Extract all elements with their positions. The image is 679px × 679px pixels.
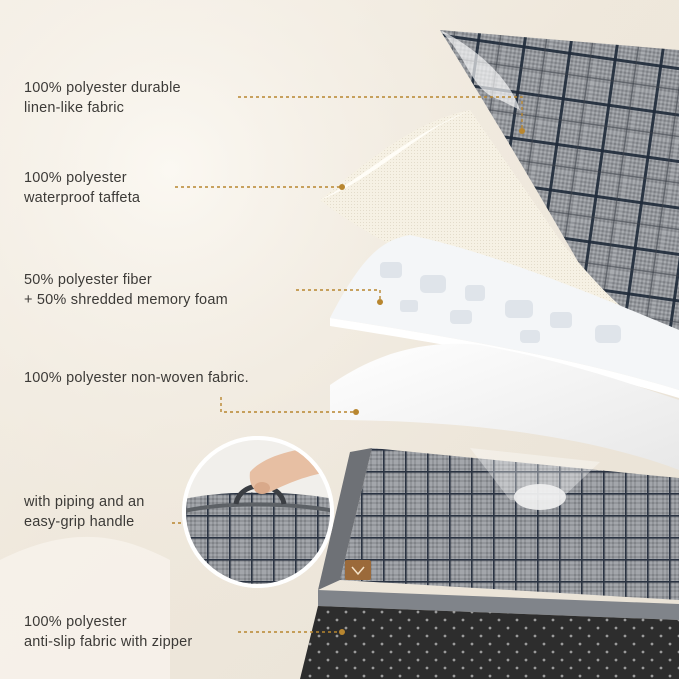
leader-dots [339, 128, 525, 635]
callout-antislip: 100% polyester anti-slip fabric with zip… [24, 612, 192, 652]
layer-filling [330, 235, 679, 390]
callout-line: linen-like fabric [24, 100, 125, 116]
center-hole [514, 484, 566, 510]
dot-icon [377, 299, 383, 305]
callout-line: 50% polyester fiber [24, 272, 152, 288]
dot-icon [353, 409, 359, 415]
callout-line: with piping and an [24, 494, 145, 510]
bed-front-side [318, 590, 679, 620]
callout-line: anti-slip fabric with zipper [24, 634, 193, 650]
layer-top-fabric [440, 30, 679, 330]
callout-line: 100% polyester [24, 614, 127, 630]
layer-nonwoven [330, 343, 679, 470]
callout-nonwoven: 100% polyester non-woven fabric. [24, 368, 249, 388]
dot-icon [339, 629, 345, 635]
callout-filling: 50% polyester fiber + 50% shredded memor… [24, 270, 228, 310]
dot-icon [519, 128, 525, 134]
anti-slip-bottom [300, 606, 679, 679]
callout-line: 100% polyester [24, 170, 127, 186]
bed-top [340, 448, 679, 600]
callout-taffeta: 100% polyester waterproof taffeta [24, 168, 140, 208]
dog-tag-icon [345, 560, 371, 580]
callout-line: waterproof taffeta [24, 190, 141, 206]
dot-icon [339, 184, 345, 190]
callout-line: + 50% shredded memory foam [24, 292, 228, 308]
callout-fabric-top: 100% polyester durable linen-like fabric [24, 78, 181, 118]
callout-line: easy-grip handle [24, 514, 135, 530]
callout-line: 100% polyester non-woven fabric. [24, 370, 249, 386]
leader-lines [172, 96, 523, 633]
handle-detail [184, 438, 332, 586]
callout-line: 100% polyester durable [24, 80, 181, 96]
callout-handle: with piping and an easy-grip handle [24, 492, 145, 532]
